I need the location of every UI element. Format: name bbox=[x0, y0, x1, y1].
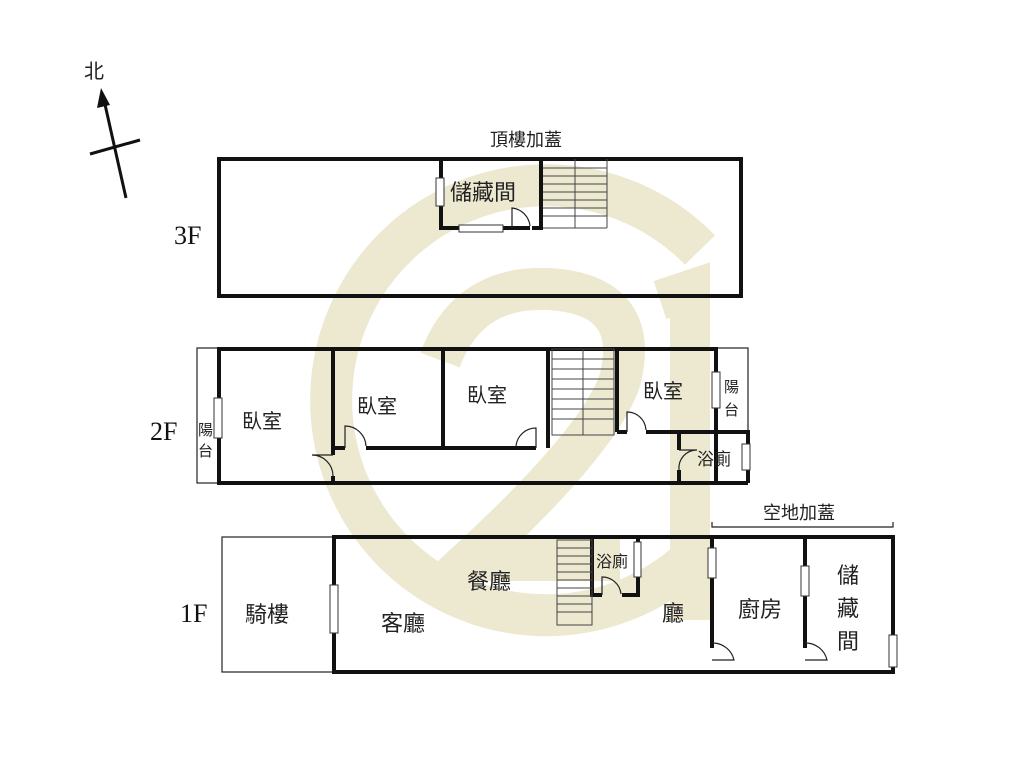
room-hall: 廳 bbox=[662, 602, 684, 627]
room-arcade: 騎樓 bbox=[245, 603, 289, 628]
floor-3f: 3F 頂樓加蓋 儲藏間 bbox=[174, 130, 743, 298]
room-bedroom-4: 臥室 bbox=[643, 379, 683, 403]
room-living: 客廳 bbox=[381, 612, 425, 637]
floor-2f: 2F 臥室 臥室 臥室 臥室 bbox=[150, 347, 751, 485]
floor-label-3f: 3F bbox=[174, 221, 201, 250]
floor-1f: 1F 空地加蓋 騎樓 客廳 餐廳 浴廁 廳 廚房 儲 藏 間 bbox=[180, 503, 898, 674]
balcony-right-2: 台 bbox=[724, 401, 739, 419]
yard-addition-label: 空地加蓋 bbox=[763, 503, 835, 524]
room-storage-1f-3: 間 bbox=[837, 630, 859, 655]
north-arrow-icon bbox=[89, 88, 141, 199]
roof-addition-label: 頂樓加蓋 bbox=[490, 130, 562, 151]
room-bathroom-2f: 浴廁 bbox=[697, 449, 731, 470]
north-label: 北 bbox=[84, 59, 104, 83]
balcony-left-2: 台 bbox=[198, 442, 213, 460]
room-kitchen: 廚房 bbox=[738, 598, 782, 623]
room-dining: 餐廳 bbox=[467, 570, 511, 595]
floor-label-1f: 1F bbox=[180, 599, 207, 628]
room-bathroom-1f: 浴廁 bbox=[596, 552, 628, 571]
room-storage-1f-1: 儲 bbox=[837, 564, 859, 589]
room-bedroom-2: 臥室 bbox=[357, 394, 397, 418]
room-storage-1f-2: 藏 bbox=[837, 597, 859, 622]
balcony-right-1: 陽 bbox=[724, 378, 739, 396]
room-bedroom-3: 臥室 bbox=[467, 383, 507, 407]
room-bedroom-1: 臥室 bbox=[242, 409, 282, 433]
balcony-left-1: 陽 bbox=[198, 421, 213, 439]
floor-label-2f: 2F bbox=[150, 417, 177, 446]
room-storage-3f: 儲藏間 bbox=[450, 181, 516, 206]
